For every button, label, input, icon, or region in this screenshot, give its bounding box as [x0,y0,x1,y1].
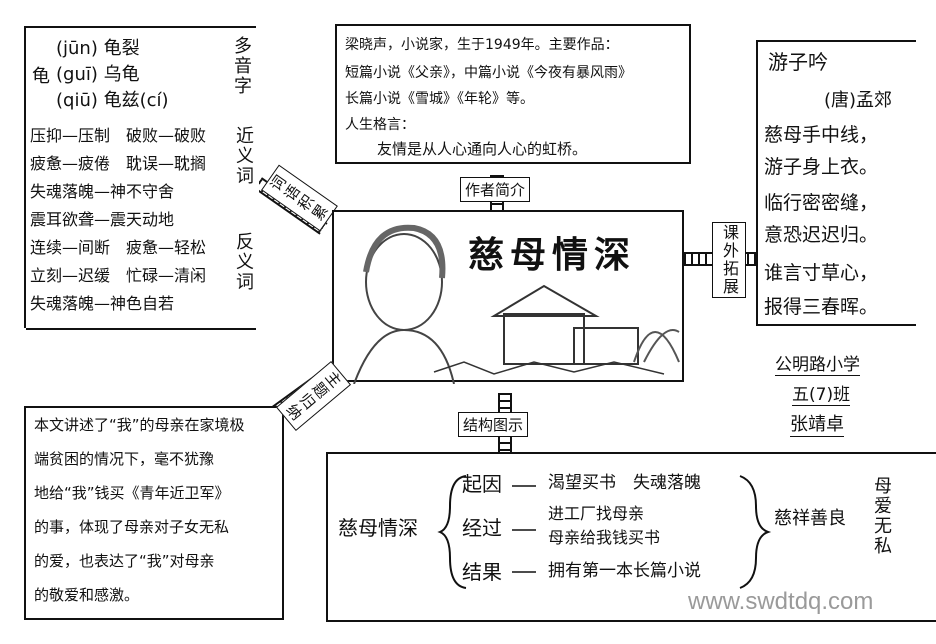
center-box: 慈母情深 [332,210,684,384]
school-name: 公明路小学 [775,350,860,376]
heading-near: 近义词 [233,126,254,186]
summary-line-4: 的事，体现了母亲对子女无私 [34,518,230,536]
watermark: www.swdtdq.com [688,588,874,615]
poem-author: (唐)孟郊 [824,90,893,111]
structure-root: 慈母情深 [338,516,418,540]
student-name: 张靖卓 [790,410,844,437]
struct-v-2: 进工厂找母亲 [548,504,645,523]
structure-right-brace [739,475,772,589]
reading-2: (guī) 乌龟 [56,64,140,85]
summary-line-5: 的爱，也表达了“我”对母亲 [34,552,215,570]
summary-line-2: 端贫困的情况下，毫不犹豫 [34,450,215,468]
summary-box: 本文讲述了“我”的母亲在家境极 端贫困的情况下，毫不犹豫 地给“我”钱买《青年近… [24,406,284,620]
author-box: 梁晓声，小说家，生于1949年。主要作品： 短篇小说《父亲》，中篇小说《今夜有暴… [335,24,691,164]
tag-vocab: 词语积累 [261,164,338,232]
author-line-4: 人生格言： [345,117,415,133]
poem-line-2: 游子身上衣。 [764,156,879,178]
main-title: 慈母情深 [468,235,637,276]
pair-1: 压抑—压制 破败—破败 [30,126,207,145]
author-line-2: 短篇小说《父亲》，中篇小说《今夜有暴风雨》 [345,65,632,81]
polyphone-char: 龟 [32,66,50,87]
pair-6: 立刻—迟缓 忙碌—清闲 [30,266,207,285]
struct-v-3: 母亲给我钱买书 [548,528,661,547]
structure-dashes [512,485,536,573]
struct-k-2: 经过 [462,516,502,540]
mother-body [353,328,455,384]
poem-line-1: 慈母手中线， [764,124,879,146]
struct-k-1: 起因 [462,472,502,496]
pair-7: 失魂落魄—神色自若 [30,294,175,313]
summary-line-1: 本文讲述了“我”的母亲在家境极 [34,416,245,434]
summary-line-3: 地给“我”钱买《青年近卫军》 [34,484,230,502]
pair-3: 失魂落魄—神不守舍 [30,182,175,201]
poem-box: 游子吟 (唐)孟郊 慈母手中线， 游子身上衣。 临行密密缝， 意恐迟迟归。 谁言… [756,40,916,326]
struct-v-1: 渴望买书 失魂落魄 [548,473,701,493]
grass [433,361,665,375]
house [503,313,585,365]
struct-v-4: 拥有第一本长篇小说 [548,561,701,581]
vocab-box: 龟 (jūn) 龟裂 (guī) 乌龟 (qiū) 龟兹(cí) 多音字 压抑—… [24,26,259,330]
tag-structure: 结构图示 [458,412,529,437]
author-motto: 友情是从人心通向人心的虹桥。 [377,140,588,158]
structure-brace [437,475,467,589]
school-class: 五(7)班 [792,380,851,406]
poem-line-4: 意恐迟迟归。 [764,224,879,246]
poem-line-5: 谁言寸草心， [764,262,879,284]
structure-box: 慈母情深 起因 渴望买书 失魂落魄 经过 进工厂找母亲 母亲给我钱买书 结果 拥… [326,452,936,622]
tag-author: 作者简介 [460,177,531,202]
poem-line-6: 报得三春晖。 [764,296,879,318]
mother-face [365,233,443,331]
portrait-illustration [353,224,680,384]
tag-poem: 课外拓展 [712,222,746,298]
summary-line-6: 的敬爱和感激。 [34,586,140,604]
reading-3: (qiū) 龟兹(cí) [56,90,169,111]
mother-hair [363,224,446,279]
poem-line-3: 临行密密缝， [764,192,879,214]
reading-1: (jūn) 龟裂 [56,38,140,59]
pair-4: 震耳欲聋—震天动地 [30,210,175,229]
tag-summary: 主题归纳 [275,360,352,432]
struct-right: 慈祥善良 [774,508,846,529]
heading-polyphone: 多音字 [231,36,252,96]
house-roof [490,284,600,317]
struct-k-4: 结果 [462,560,502,584]
trees [633,329,680,363]
heading-anti: 反义词 [233,232,254,292]
poem-title: 游子吟 [768,50,828,74]
author-line-1: 梁晓声，小说家，生于1949年。主要作品： [345,37,619,53]
pair-5: 连续—间断 疲惫—轻松 [30,238,207,257]
author-line-3: 长篇小说《雪城》《年轮》等。 [345,91,534,107]
struct-vertical: 母爱无私 [871,476,892,556]
pair-2: 疲惫—疲倦 耽误—耽搁 [30,154,207,173]
